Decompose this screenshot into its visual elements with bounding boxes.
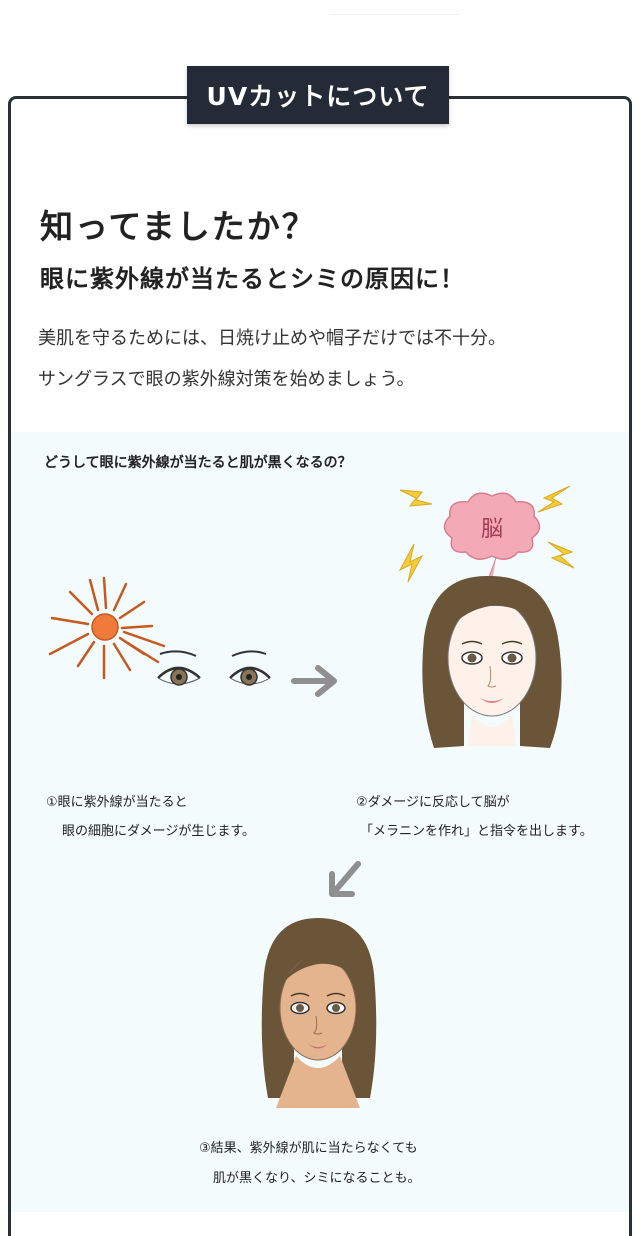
eyes-icon <box>157 650 271 686</box>
woman-face-icon <box>261 918 377 1108</box>
section-badge: UVカットについて <box>187 66 449 124</box>
step2-line-1: ②ダメージに反応して脳が <box>356 795 510 810</box>
body-line-2: サングラスで眼の紫外線対策を始めましょう。 <box>38 369 415 390</box>
page-subheadline: 眼に紫外線が当たるとシミの原因に！ <box>40 265 465 293</box>
step1-line-2: 眼の細胞にダメージが生じます。 <box>62 824 256 839</box>
sun-icon <box>48 576 166 680</box>
top-divider <box>330 14 460 15</box>
step3-line-1: ③結果、紫外線が肌に当たらなくても <box>199 1141 418 1156</box>
arrow-right-icon <box>291 665 337 697</box>
brain-label: 脳 <box>481 517 503 542</box>
woman-face-icon <box>422 575 562 748</box>
body-line-1: 美肌を守るためには、日焼け止めや帽子だけでは不十分。 <box>38 328 506 349</box>
illustration-question: どうして眼に紫外線が当たると肌が黒くなるの？ <box>44 455 352 471</box>
lightning-bolt-icon <box>398 485 575 583</box>
step2-line-2: 「メラニンを作れ」と指令を出します。 <box>360 824 593 839</box>
step3-line-2: 肌が黒くなり、シミになることも。 <box>213 1171 421 1186</box>
brain-cloud-icon: 脳 <box>443 492 541 560</box>
page-headline: 知ってましたか？ <box>40 207 317 246</box>
sun-eyes-illustration <box>48 576 271 686</box>
step1-line-1: ①眼に紫外線が当たると <box>46 795 188 810</box>
woman-tanned-illustration <box>261 918 377 1108</box>
woman-brain-illustration: 脳 <box>398 485 575 748</box>
arrow-down-left-icon <box>329 861 361 897</box>
